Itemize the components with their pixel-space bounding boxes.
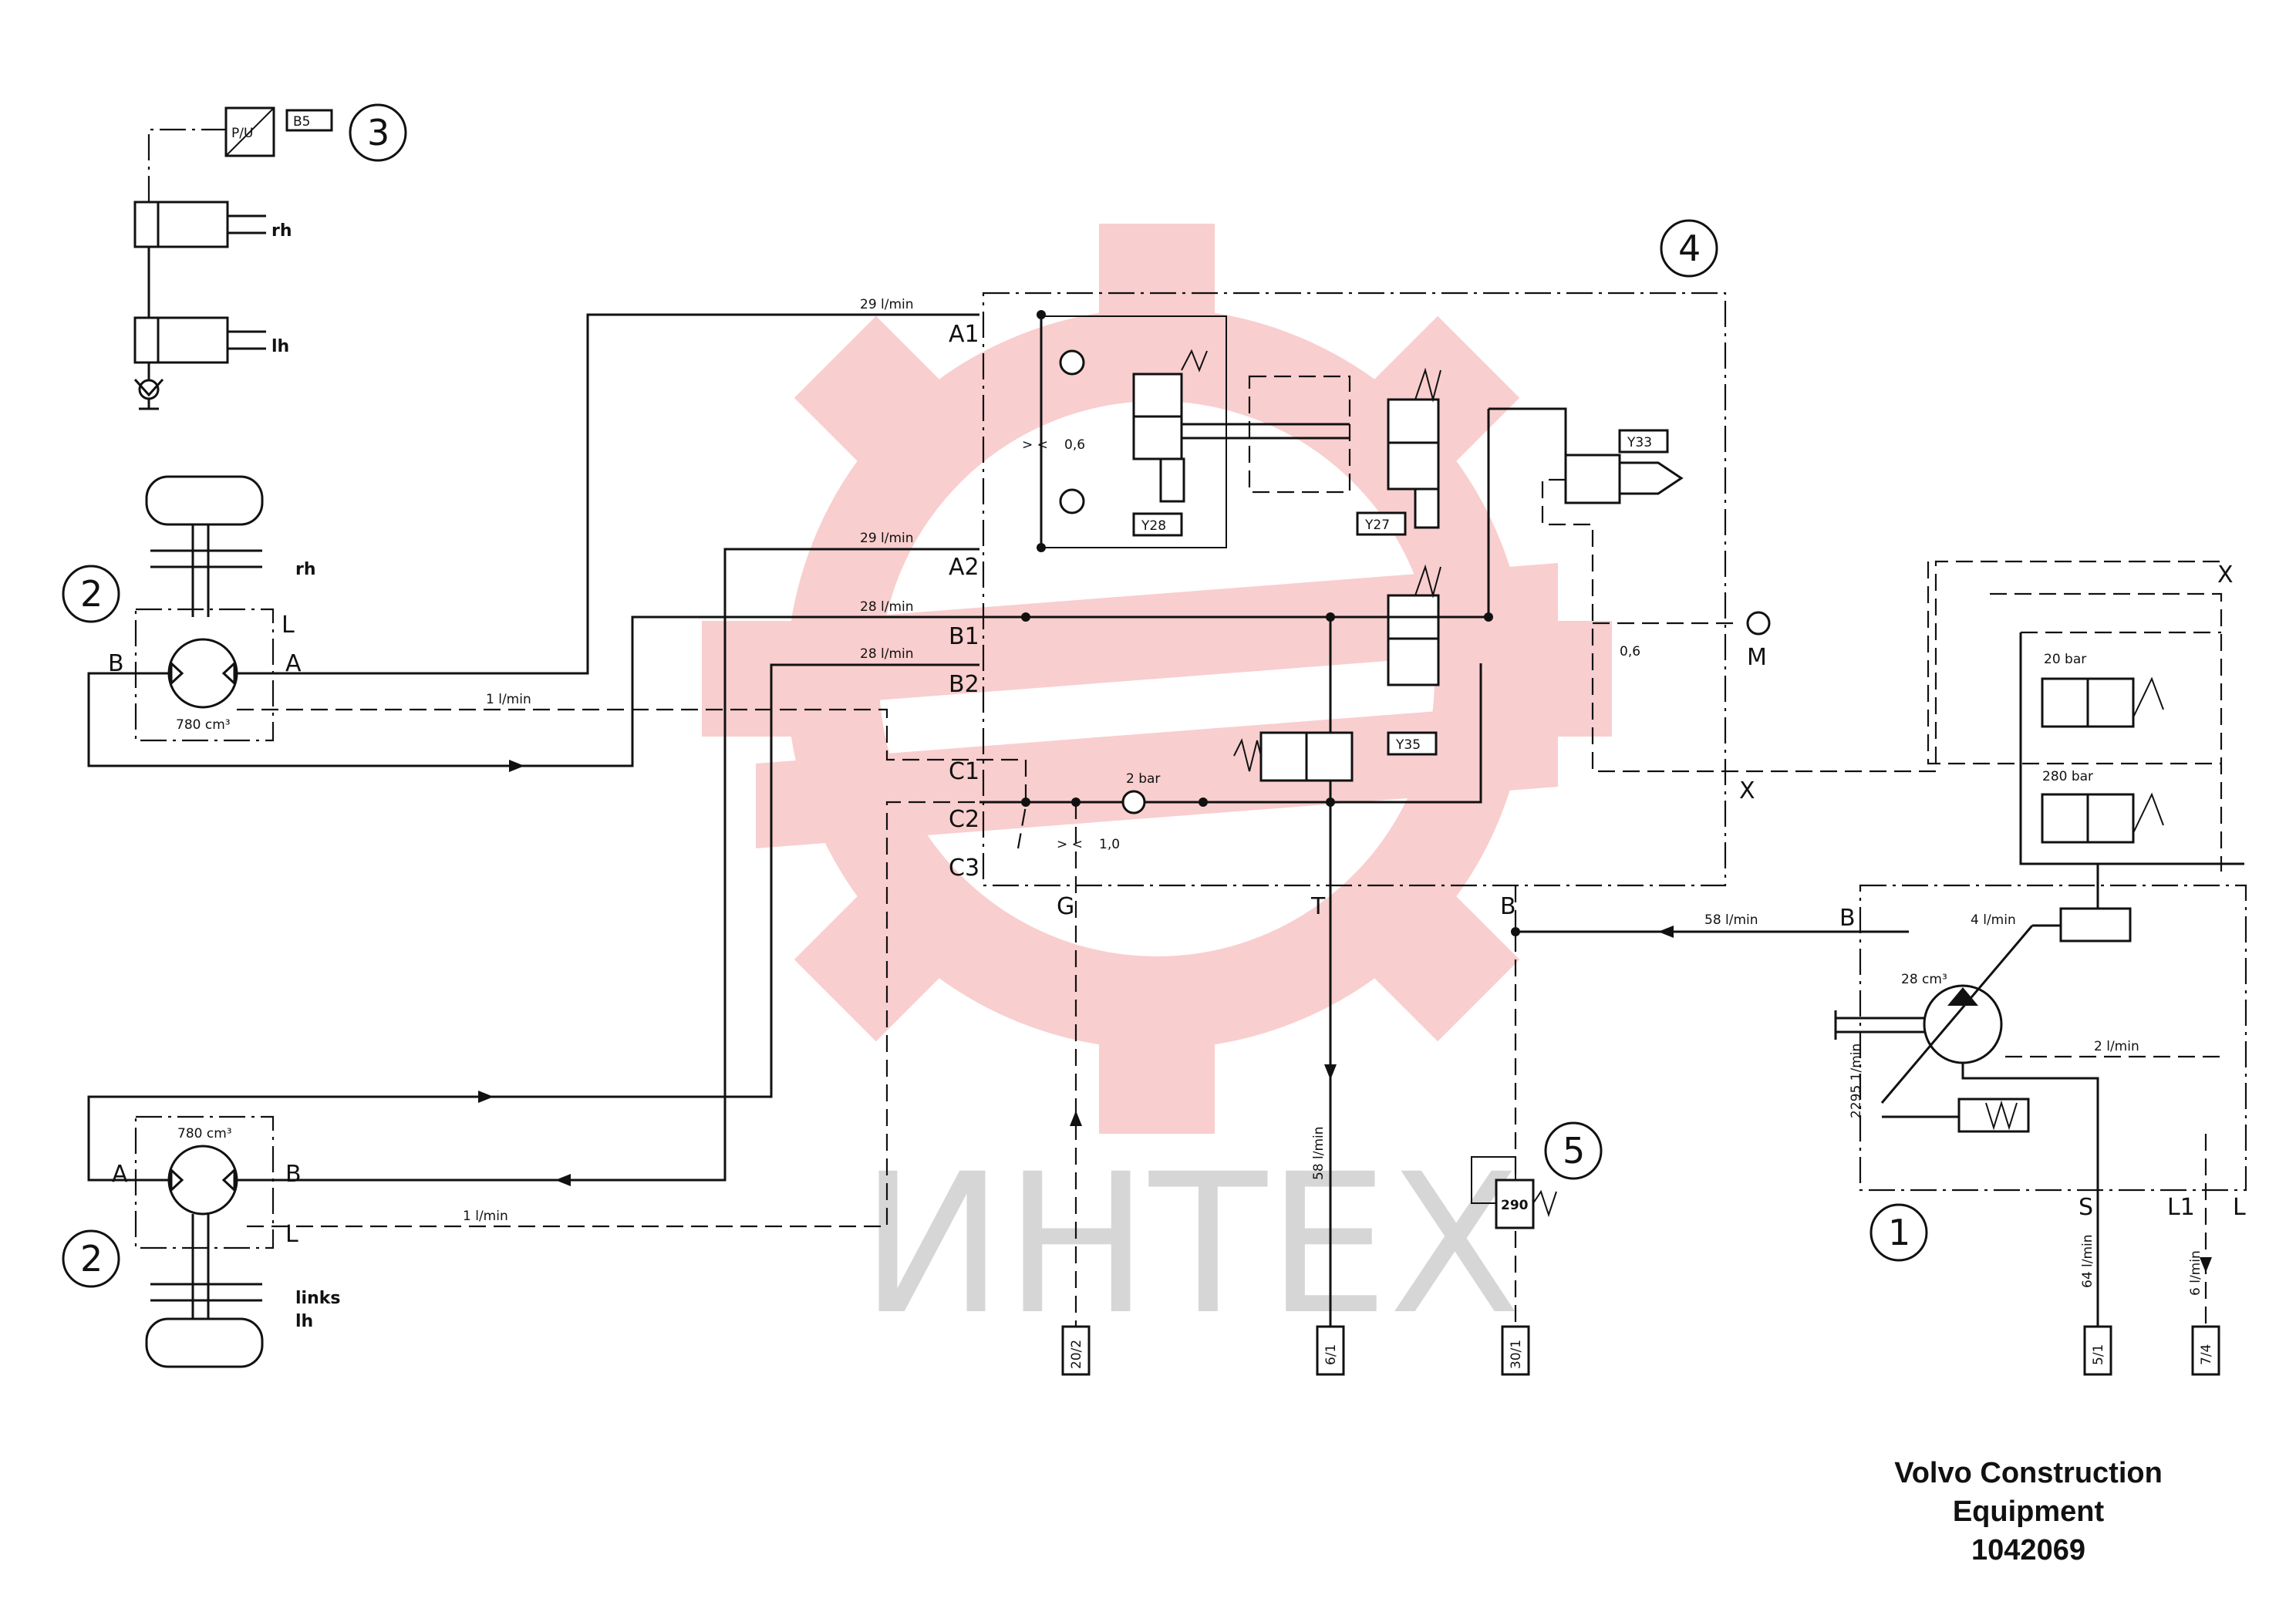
port-M: M (1747, 644, 1767, 671)
terminals: 20/2 6/1 30/1 5/1 7/4 (1061, 1325, 2220, 1376)
pump-port-S: S (2079, 1194, 2093, 1221)
check-pressure: 2 bar (1126, 771, 1160, 787)
sensor-symbol: P/U (231, 126, 253, 141)
flow-b1: 28 l/min (860, 599, 914, 615)
orifice-right: 0,6 (1620, 644, 1640, 659)
cylinder-lh (133, 316, 229, 364)
port-B2: B2 (949, 671, 979, 698)
hydraulic-lines (87, 313, 1909, 1327)
component-number-1: 1 (1888, 1212, 1910, 1253)
motor-rear-side-1: links (295, 1289, 340, 1308)
watermark-text: ИНТЕХ (860, 1132, 1521, 1357)
motor-rear-side-2: lh (295, 1312, 313, 1331)
terminal-5-1: 5/1 (2091, 1344, 2106, 1365)
component-number-2-front: 2 (80, 573, 103, 615)
component-number-4: 4 (1678, 228, 1701, 269)
port-C1: C1 (949, 758, 979, 785)
footer-drawing-number: 1042069 (1971, 1534, 2085, 1566)
footer-company-line1: Volvo Construction (1894, 1457, 2163, 1489)
footer-company-line2: Equipment (1952, 1496, 2105, 1528)
cylinder-rh (133, 201, 229, 248)
terminal-30-1: 30/1 (1509, 1340, 1524, 1369)
flow-a1: 29 l/min (860, 297, 914, 312)
motor-rear: 780 cm³ A B L 2 links lh (62, 1115, 340, 1368)
pump-port-L1: L1 (2167, 1194, 2195, 1221)
sensor-group: P/U B5 3 rh lh (133, 103, 407, 410)
motor-front-port-L: L (282, 612, 295, 639)
motor-rear-port-L: L (285, 1221, 298, 1248)
flow-suction: 64 l/min (2080, 1234, 2095, 1288)
port-A1: A1 (949, 321, 979, 348)
port-B1: B1 (949, 623, 979, 650)
flow-tank-return: 58 l/min (1311, 1126, 1327, 1180)
motor-rear-port-B: B (285, 1161, 302, 1188)
flow-labels: 29 l/min 29 l/min 28 l/min 28 l/min 1 l/… (463, 297, 1758, 1224)
port-C3: C3 (949, 855, 979, 882)
port-C2: C2 (949, 806, 979, 833)
component-number-5: 5 (1563, 1130, 1585, 1172)
flow-main: 58 l/min (1704, 912, 1758, 928)
flow-a2: 29 l/min (860, 531, 914, 546)
flow-drain: 6 l/min (2188, 1250, 2203, 1296)
cylinder-lh-label: lh (271, 337, 289, 356)
motor-front: rh 2 B A L 780 cm³ (62, 475, 316, 742)
flow-pump-drain: 2 l/min (2094, 1039, 2139, 1054)
port-A2: A2 (949, 554, 979, 581)
watermark-gear (702, 224, 1612, 1134)
orifice-top-symbol: > < (1022, 437, 1048, 453)
relief-valve: 290 5 (1471, 1121, 1603, 1229)
port-G: G (1057, 893, 1074, 920)
component-number-2-rear: 2 (80, 1238, 103, 1280)
valve-block: 4 0,6 > < Y28 Y27 Y33 0,6 M (949, 219, 2221, 936)
motor-rear-port-A: A (112, 1161, 128, 1188)
solenoid-y35: Y35 (1395, 737, 1421, 753)
orifice-bottom-symbol: > < (1057, 837, 1083, 852)
port-X-bottom: X (1739, 777, 1755, 804)
sensor-tag: B5 (293, 114, 310, 130)
port-B: B (1500, 893, 1516, 920)
terminal-6-1: 6/1 (1323, 1344, 1339, 1365)
motor-rear-displacement: 780 cm³ (177, 1126, 232, 1141)
motor-front-port-B: B (108, 650, 124, 677)
relief-pressure: 290 (1501, 1198, 1529, 1213)
port-X-top: X (2217, 561, 2234, 588)
motor-front-displacement: 780 cm³ (176, 717, 231, 733)
flow-pump-drain-top: 4 l/min (1971, 912, 2016, 928)
orifice-bottom: 1,0 (1099, 837, 1120, 852)
pump-port-B: B (1839, 905, 1856, 932)
component-number-3: 3 (367, 112, 389, 153)
terminal-7-4: 7/4 (2199, 1344, 2214, 1365)
solenoid-y28: Y28 (1141, 518, 1166, 534)
solenoid-y27: Y27 (1364, 518, 1390, 533)
flow-leak-rear: 1 l/min (463, 1209, 508, 1224)
port-T: T (1310, 893, 1326, 920)
pump-port-L: L (2233, 1194, 2246, 1221)
pump-relief-2: 280 bar (2042, 769, 2093, 784)
pump-relief-1: 20 bar (2044, 652, 2086, 667)
pump-group: X 20 bar 280 bar 28 cm³ 4 l/min 2 l (1834, 561, 2247, 1327)
terminal-20-2: 20/2 (1069, 1340, 1084, 1369)
orifice-top: 0,6 (1064, 437, 1085, 453)
motor-front-side: rh (295, 560, 316, 579)
pump-displacement: 28 cm³ (1901, 972, 1947, 987)
footer-title-block: Volvo Construction Equipment 1042069 (1797, 1454, 2260, 1570)
cylinder-rh-label: rh (271, 221, 292, 241)
pump-speed: 2295 1/min (1849, 1044, 1864, 1118)
flow-leak-front: 1 l/min (486, 692, 531, 707)
flow-b2: 28 l/min (860, 646, 914, 662)
solenoid-y33: Y33 (1627, 435, 1652, 450)
motor-front-port-A: A (285, 650, 302, 677)
